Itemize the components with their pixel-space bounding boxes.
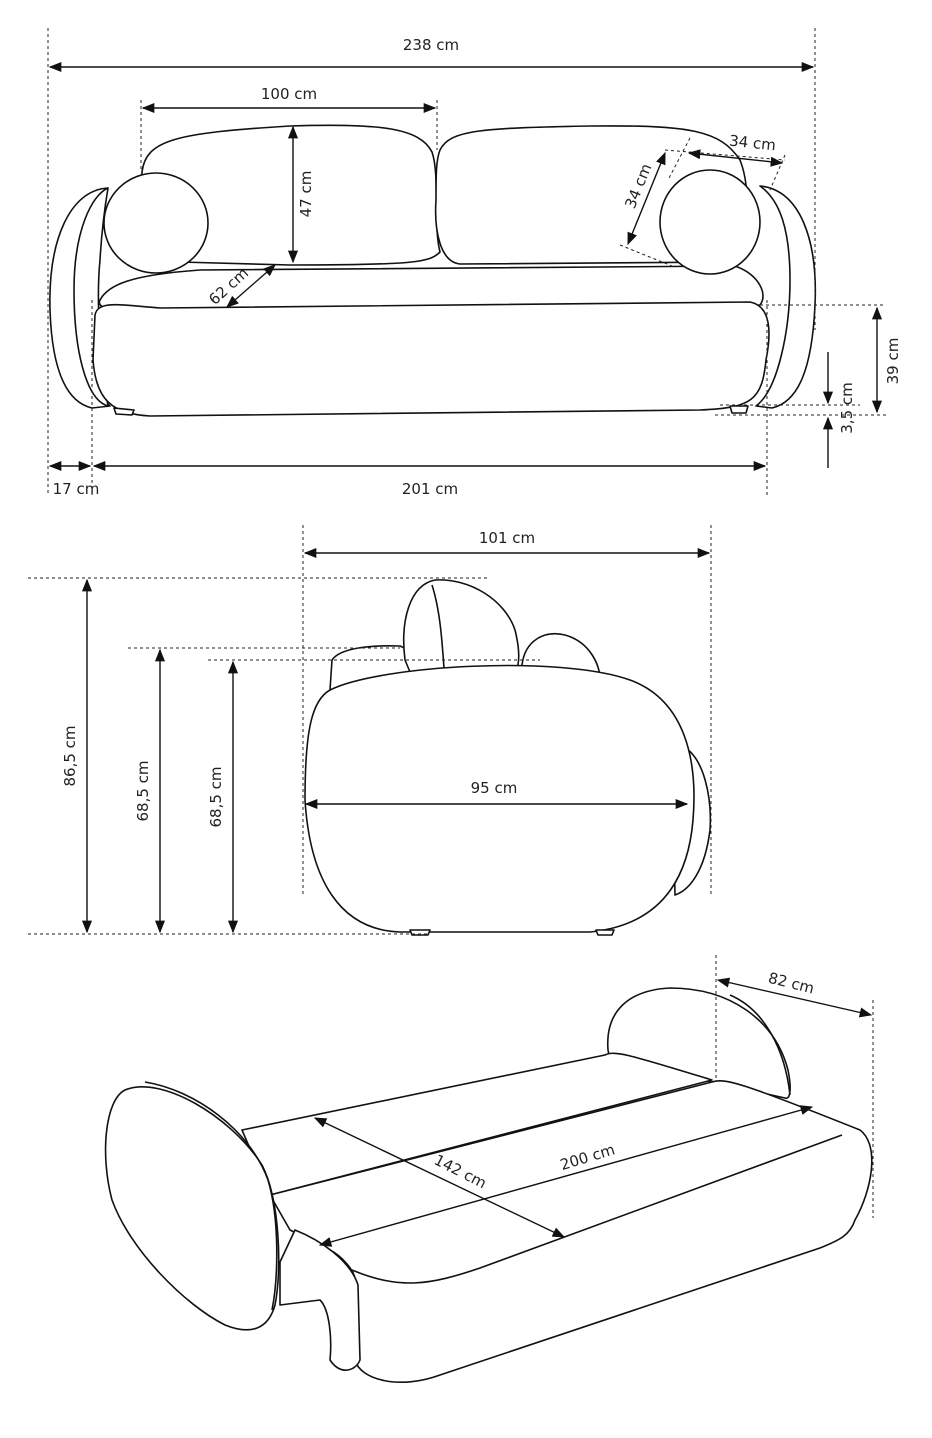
arm-width-label: 17 cm bbox=[53, 480, 100, 498]
bed-view: 82 cm 142 cm 200 cm bbox=[104, 955, 874, 1383]
inner-width-label: 201 cm bbox=[402, 480, 458, 498]
right-pillow bbox=[659, 169, 761, 275]
side-back-cushion bbox=[402, 579, 520, 673]
back-cushion-height-label: 47 cm bbox=[297, 171, 315, 218]
left-pillow bbox=[103, 172, 209, 274]
pillow-width-label: 34 cm bbox=[728, 132, 776, 155]
sofa-base bbox=[92, 301, 770, 417]
bed-left-arm bbox=[104, 1086, 280, 1331]
arm-height-label-2: 68,5 cm bbox=[207, 766, 225, 827]
side-body bbox=[304, 664, 695, 933]
front-view: 238 cm 100 cm 47 cm 62 cm 34 cm 34 cm 39… bbox=[47, 28, 902, 498]
leg bbox=[729, 405, 749, 414]
total-width-label: 238 cm bbox=[403, 36, 459, 54]
leg bbox=[595, 929, 615, 936]
arm-height-label-1: 68,5 cm bbox=[134, 760, 152, 821]
seat-height-label: 39 cm bbox=[884, 338, 902, 385]
total-height-label: 86,5 cm bbox=[61, 725, 79, 786]
leg-height-label: 3,5 cm bbox=[838, 382, 856, 433]
right-arm bbox=[755, 185, 817, 409]
leg bbox=[113, 407, 135, 416]
bed-pull-out-frame bbox=[279, 1229, 361, 1371]
side-view: 101 cm 86,5 cm 68,5 cm 68,5 cm 95 cm bbox=[28, 525, 712, 936]
side-seat-depth-label: 95 cm bbox=[471, 779, 518, 797]
side-depth-label: 101 cm bbox=[479, 529, 535, 547]
back-cushion-width-label: 100 cm bbox=[261, 85, 317, 103]
